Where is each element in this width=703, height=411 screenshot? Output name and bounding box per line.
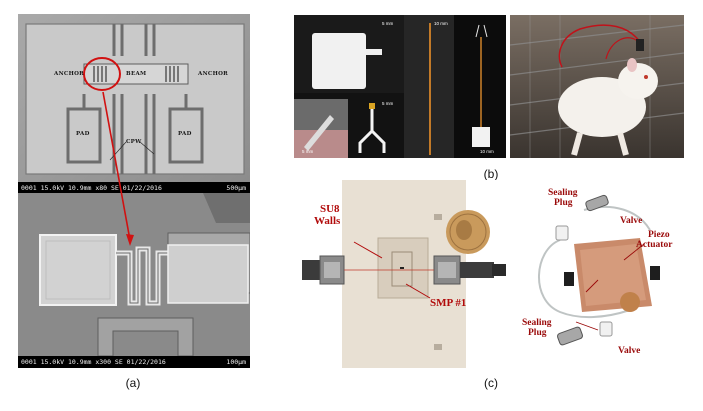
label-sealing-plug-bottom-2: Plug [528,328,547,338]
sem-image-bottom: 0001 15.0kV 10.9mm x300 SE 01/22/2016 10… [18,193,250,368]
label-pad-right: PAD [178,131,192,137]
label-valve-bottom: Valve [618,346,641,356]
highlight-circle [83,57,121,91]
sealing-plug-bottom [557,326,583,346]
package-drawing [538,194,660,346]
sem-bottom-info-bar: 0001 15.0kV 10.9mm x300 SE 01/22/2016 10… [18,356,250,368]
electrode-pad [312,33,366,89]
scale-b4: 10 mm [434,21,448,26]
label-piezo-2: Actuator [636,240,673,250]
photo-electrode-samples: 5 mm 5 mm 5 mm 10 mm 10 mm [294,15,506,158]
sem-top-drawing [18,14,250,182]
caption-c: (c) [484,376,498,390]
label-walls: Walls [314,215,341,227]
scale-b5: 10 mm [480,149,494,154]
scale-b3: 5 mm [302,149,314,154]
label-sealing-plug-top-1: Sealing [548,188,578,198]
device-drawing [302,180,506,368]
photo-packaged-device: Sealing Plug Valve Piezo Actuator Sealin… [520,180,690,368]
sem-image-top: ANCHOR BEAM ANCHOR PAD CPW PAD 0001 15.0… [18,14,250,194]
caption-a: (a) [125,376,141,390]
caption-b: (b) [483,167,499,181]
su8-chip [377,237,429,299]
connector-left [302,260,320,280]
label-valve-top: Valve [620,216,643,226]
label-pad-left: PAD [76,131,90,137]
sealing-plug-top [585,194,609,212]
scale-b1: 5 mm [382,21,394,26]
sem-bottom-scale: 100µm [226,358,246,366]
label-sealing-plug-top-2: Plug [554,198,573,208]
substrate [25,23,245,175]
label-smp1: SMP #1 [430,297,467,309]
scale-b2: 5 mm [382,101,394,106]
sem-top-info-bar: 0001 15.0kV 10.9mm x80 SE 01/22/2016 500… [18,182,250,194]
valve-top [555,225,569,241]
label-sealing-plug-bottom-1: Sealing [522,318,552,328]
label-su8: SU8 [320,203,340,215]
small-pad [472,127,490,147]
photo-device: SU8 Walls SMP #1 [296,180,508,368]
lead-wires [558,24,643,68]
sem-bottom-drawing [18,193,250,356]
photo-rat [510,15,684,158]
tubing [538,239,631,319]
sem-top-info: 0001 15.0kV 10.9mm x80 SE 01/22/2016 [21,184,162,192]
label-piezo-1: Piezo [648,230,670,240]
electrode-drawing [294,15,506,158]
rat-drawing [510,15,684,158]
fork-electrode [358,107,386,153]
valve-bottom [599,321,613,337]
label-beam: BEAM [126,71,147,77]
beam-plate-left [39,234,117,306]
sem-top-scale: 500µm [226,184,246,192]
label-anchor-right: ANCHOR [198,71,229,77]
label-anchor-left: ANCHOR [54,71,85,77]
label-cpw: CPW [126,139,142,145]
sem-bottom-info: 0001 15.0kV 10.9mm x300 SE 01/22/2016 [21,358,166,366]
